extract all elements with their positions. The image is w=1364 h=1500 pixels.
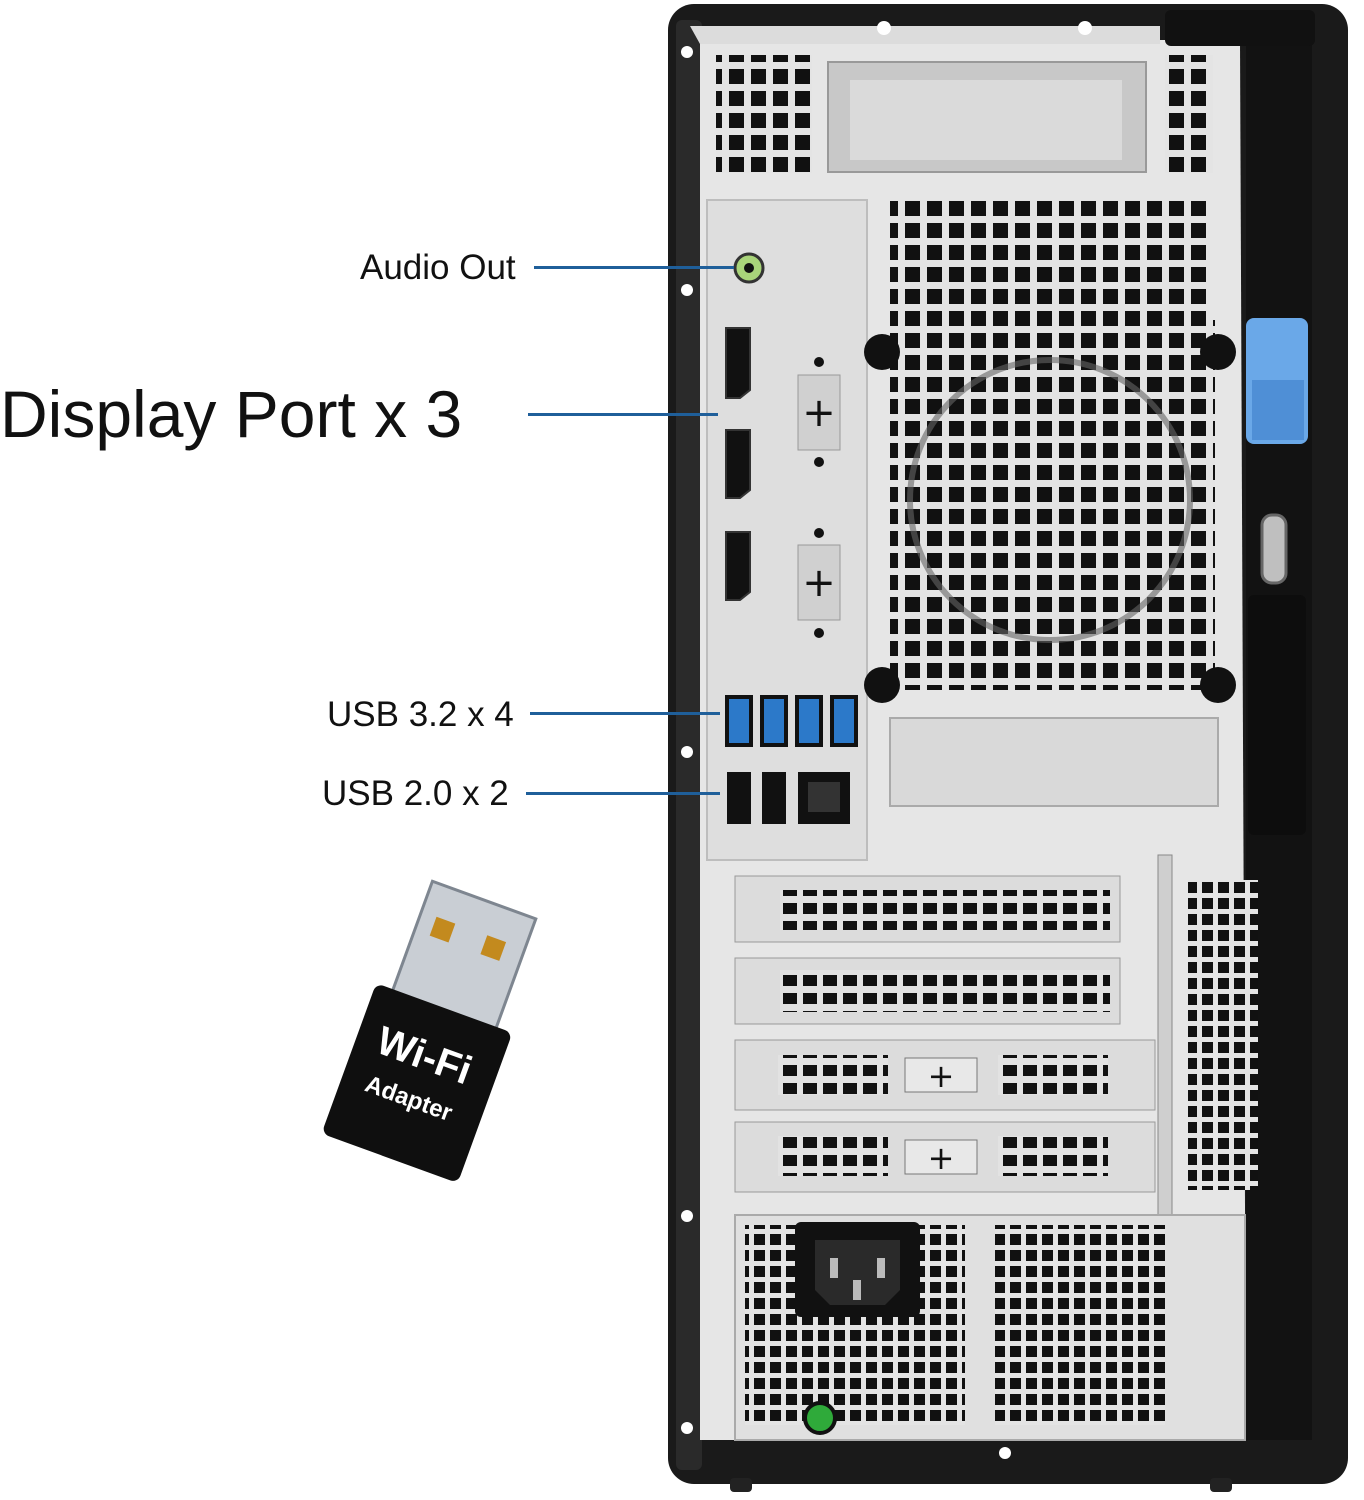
display-port-leader: [528, 413, 718, 416]
usb32-label: USB 3.2 x 4: [327, 695, 514, 734]
audio-out-label: Audio Out: [360, 248, 516, 287]
svg-text:+: +: [802, 560, 836, 606]
display-port-label: Display Port x 3: [0, 377, 463, 451]
usb20-leader: [526, 792, 720, 795]
svg-text:+: +: [928, 1139, 955, 1177]
usb20-label: USB 2.0 x 2: [322, 774, 509, 813]
usb32-ports: [725, 695, 858, 747]
psu-led: [803, 1401, 837, 1435]
svg-text:+: +: [928, 1057, 955, 1095]
fan-grille: [890, 320, 1215, 690]
foot-right: [1210, 1478, 1232, 1492]
audio-out-leader: [534, 266, 734, 269]
io-plate: [706, 199, 868, 861]
fan-grille-top: [890, 200, 1210, 320]
display-ports: [725, 327, 751, 601]
foot-left: [730, 1478, 752, 1492]
usb32-leader: [530, 712, 720, 715]
usb20-ports: [727, 772, 786, 824]
svg-text:+: +: [802, 390, 836, 436]
expansion-slots: + +: [734, 875, 1156, 1193]
